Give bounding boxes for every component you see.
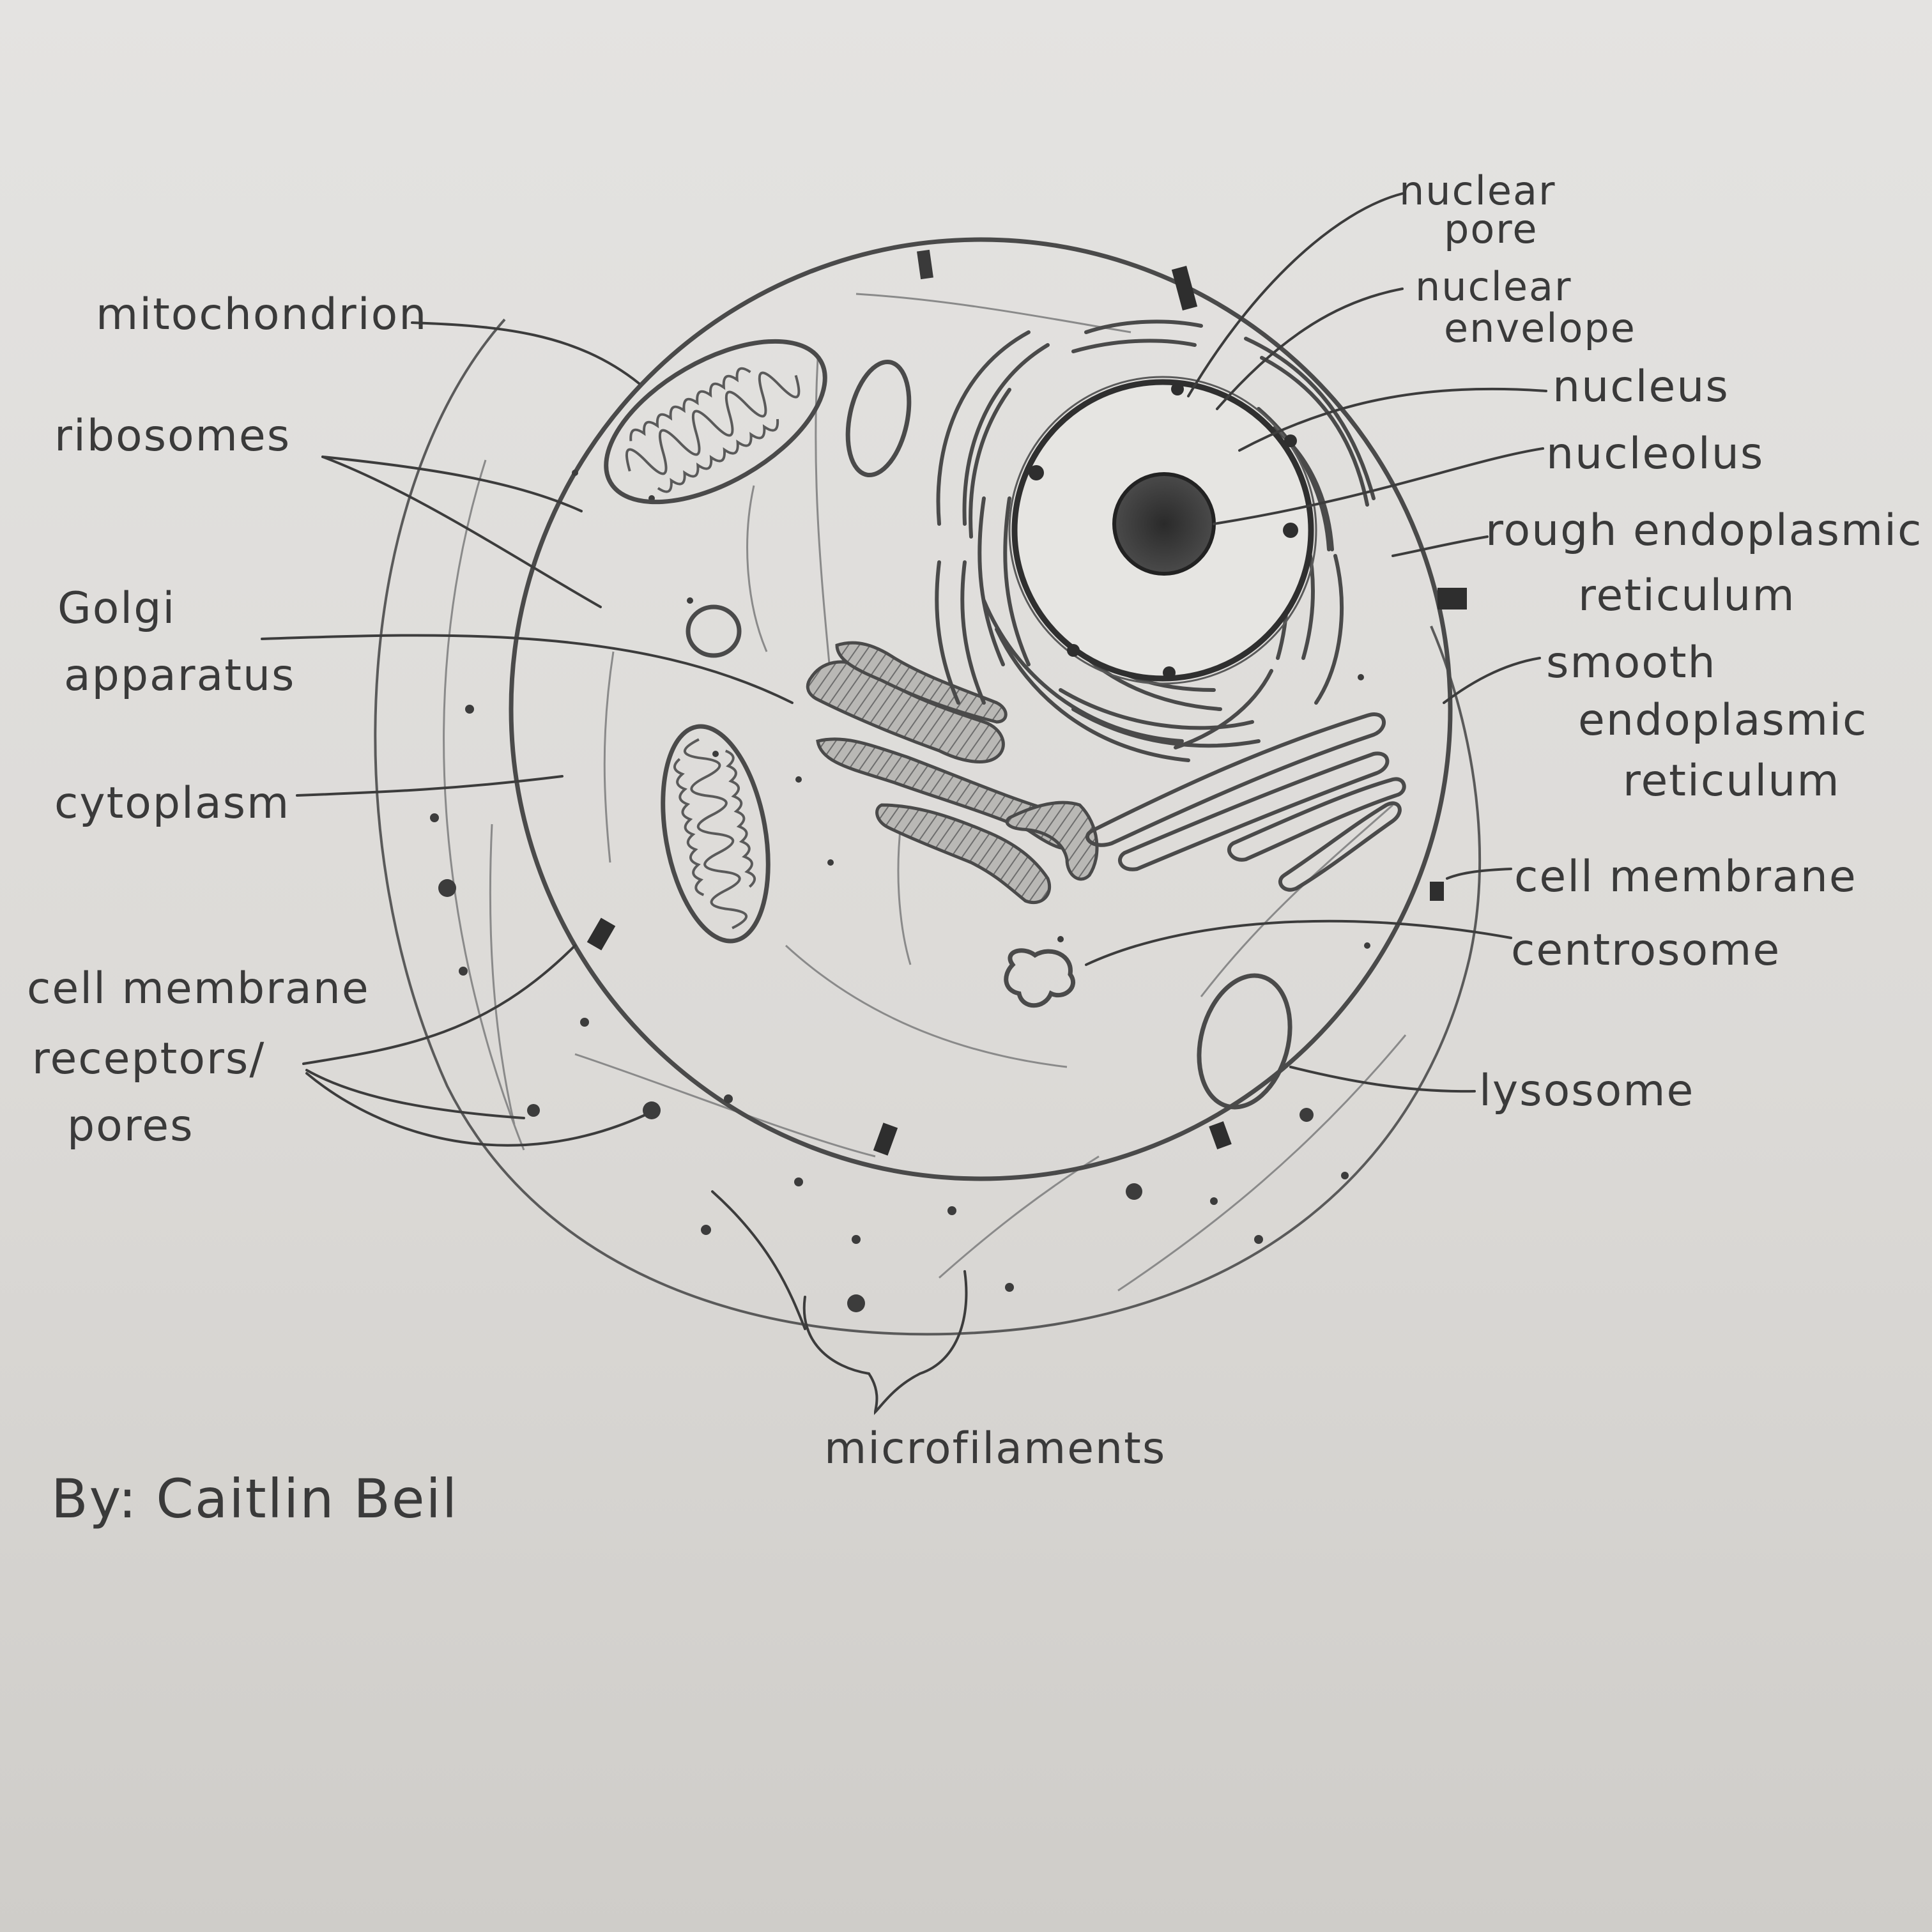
smooth-endoplasmic-reticulum	[1085, 712, 1406, 892]
label-mitochondrion: mitochondrion	[96, 289, 427, 340]
labels: mitochondrion ribosomes Golgi apparatus …	[27, 167, 1922, 1530]
label-cell-membrane: cell membrane	[1514, 852, 1857, 902]
label-nuclear-envelope-1: nuclear	[1415, 263, 1572, 310]
leader-lines	[261, 192, 1547, 1415]
centrosome-shape	[1004, 948, 1076, 1008]
label-receptors-2: receptors/	[32, 1034, 265, 1084]
label-cytoplasm: cytoplasm	[54, 778, 290, 829]
membrane-pore	[917, 249, 933, 280]
label-ribosomes: ribosomes	[54, 411, 291, 461]
vacuole-top	[845, 359, 912, 478]
label-nucleus: nucleus	[1552, 362, 1729, 412]
label-microfilaments: microfilaments	[824, 1423, 1166, 1474]
nucleus	[1008, 376, 1317, 685]
vesicle-small	[686, 604, 742, 658]
cell-body	[374, 237, 1482, 1336]
cell-membrane-circle	[509, 237, 1453, 1181]
membrane-pore	[1430, 882, 1444, 901]
label-nuclear-pore-1: nuclear	[1399, 167, 1556, 214]
signature: By: Caitlin Beil	[51, 1468, 458, 1530]
label-centrosome: centrosome	[1511, 925, 1781, 976]
outer-bowl-outline	[374, 318, 1482, 1336]
label-receptors-3: pores	[67, 1101, 194, 1151]
membrane-pore	[586, 917, 616, 951]
lysosome-shape	[1197, 973, 1292, 1110]
ribosome-dots	[430, 470, 1370, 1312]
mitochondrion-top	[604, 339, 827, 505]
membrane-pore	[1171, 266, 1198, 310]
label-rough-er-1: rough endoplasmic	[1485, 505, 1922, 556]
membrane-pore	[1209, 1121, 1232, 1149]
label-receptors-1: cell membrane	[27, 963, 370, 1014]
mitochondrion-middle	[661, 724, 770, 944]
membrane-pore	[1438, 588, 1467, 610]
label-nuclear-envelope-2: envelope	[1444, 305, 1636, 351]
golgi-apparatus	[806, 641, 1099, 905]
label-golgi-1: Golgi	[57, 583, 176, 634]
nucleolus-shape	[1112, 472, 1216, 576]
label-lysosome: lysosome	[1479, 1066, 1694, 1116]
label-smooth-er-2: endoplasmic	[1578, 695, 1867, 746]
membrane-pore	[873, 1123, 898, 1156]
label-smooth-er-1: smooth	[1546, 638, 1717, 688]
label-golgi-2: apparatus	[64, 650, 295, 701]
label-smooth-er-3: reticulum	[1623, 756, 1841, 806]
label-nucleolus: nucleolus	[1546, 429, 1764, 479]
label-rough-er-2: reticulum	[1578, 571, 1796, 621]
label-nuclear-pore-2: pore	[1444, 206, 1538, 252]
